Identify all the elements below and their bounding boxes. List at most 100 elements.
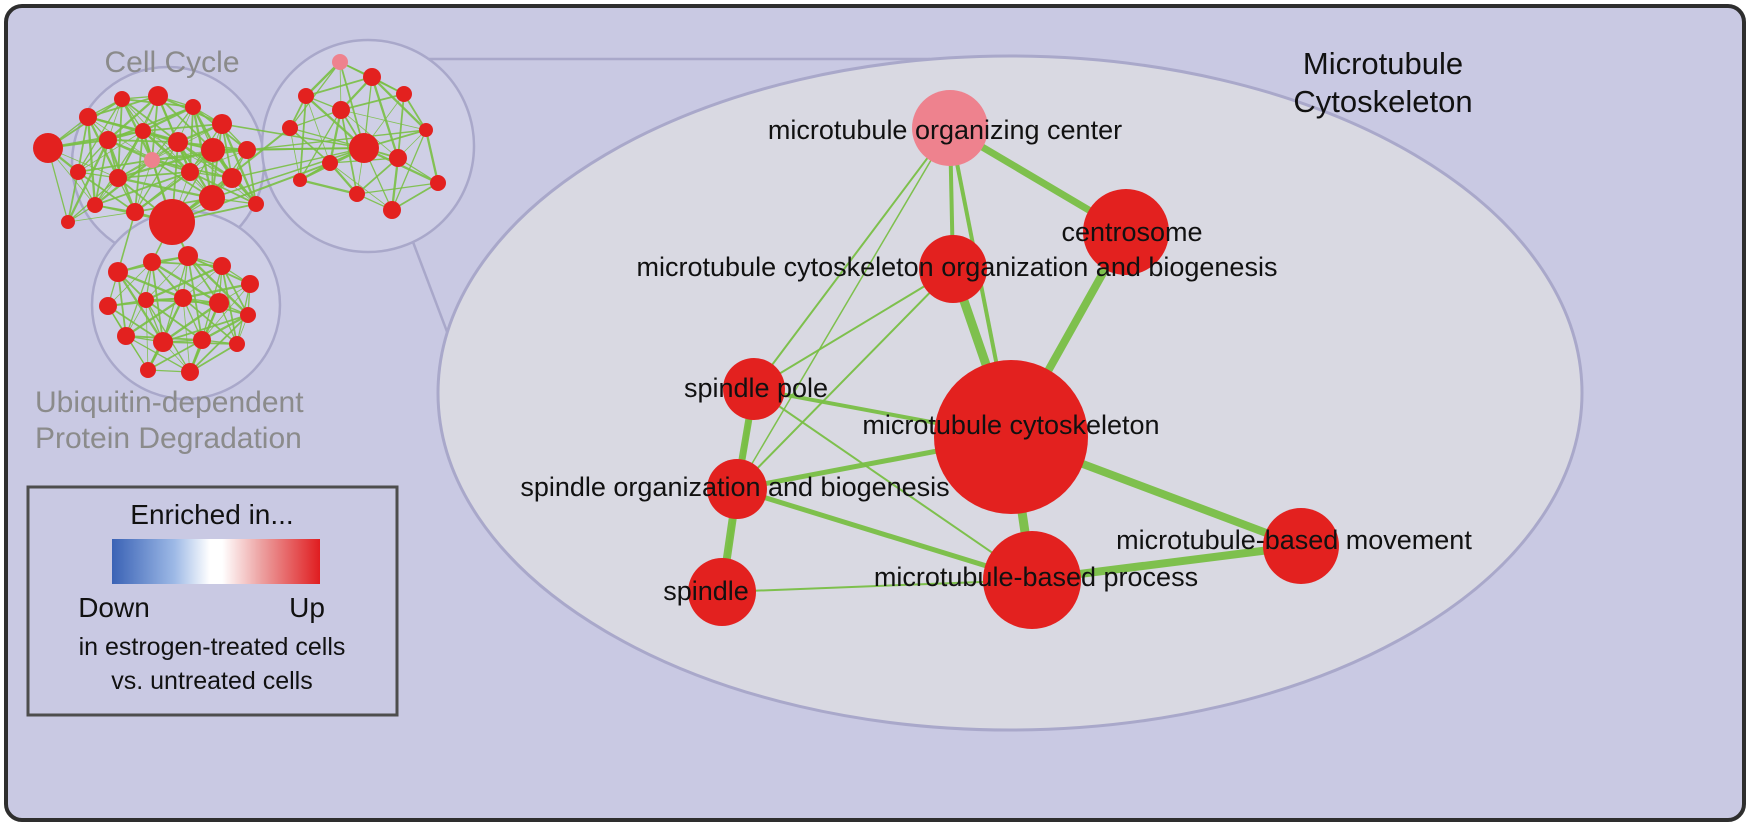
- overview-node-6: [99, 131, 117, 149]
- detail-node-mt-move: [1263, 508, 1339, 584]
- legend-up-label: Up: [289, 592, 325, 623]
- detail-network: microtubule organizing center centrosome m…: [436, 54, 1584, 732]
- overview-node-41: [298, 88, 314, 104]
- overview-node-51: [293, 173, 307, 187]
- detail-node-label-mcob: microtubule cytoskeleton organization an…: [637, 252, 1278, 282]
- overview-node-0: [33, 133, 63, 163]
- detail-node-label-spindle-org: spindle organization and biogenesis: [520, 472, 949, 502]
- detail-edge-mcob-spindle-org: [736, 268, 954, 490]
- overview-node-2: [114, 91, 130, 107]
- overview-node-43: [282, 120, 298, 136]
- overview-cross-edge: [171, 162, 331, 223]
- figure-labels: Cell Cycle Ubiquitin-dependent Protein D…: [35, 46, 1473, 455]
- overview-node-46: [389, 149, 407, 167]
- overview-node-47: [430, 175, 446, 191]
- overview-node-9: [201, 138, 225, 162]
- overview-node-33: [153, 332, 173, 352]
- overview-network: [33, 38, 476, 401]
- overview-node-8: [168, 132, 188, 152]
- detail-edge-spindle-pole-mt-proc: [753, 388, 1033, 581]
- ubiquitin-cluster-label-line2: Protein Degradation: [35, 422, 302, 455]
- detail-node-label-mt-proc: microtubule-based process: [874, 562, 1198, 592]
- legend-caption-line2: vs. untreated cells: [111, 667, 313, 695]
- detail-edge-spindle-mt-proc: [721, 579, 1033, 593]
- overview-node-14: [181, 163, 199, 181]
- detail-node-label-mt-move: microtubule-based movement: [1116, 525, 1472, 555]
- legend-gradient-bar: [112, 539, 320, 584]
- overview-node-16: [87, 197, 103, 213]
- detail-node-mt-proc: [983, 531, 1081, 629]
- overview-cross-edge: [221, 123, 365, 149]
- detail-node-spindle-org: [707, 459, 767, 519]
- detail-edge-moc-spindle-pole: [753, 127, 951, 390]
- overview-cross-edge: [231, 147, 365, 179]
- overview-node-49: [383, 201, 401, 219]
- overview-node-1: [79, 108, 97, 126]
- overview-cross-edge: [211, 147, 365, 199]
- overview-node-12: [109, 169, 127, 187]
- overview-node-37: [181, 363, 199, 381]
- ubiquitin-cluster-label-line1: Ubiquitin-dependent: [35, 386, 304, 419]
- overview-node-45: [322, 155, 338, 171]
- overview-node-38: [332, 54, 348, 70]
- overview-node-3: [148, 86, 168, 106]
- detail-edge-spindle-org-mt-proc: [736, 486, 1033, 583]
- overview-node-30: [209, 293, 229, 313]
- overview-node-22: [108, 262, 128, 282]
- detail-node-label-spindle: spindle: [663, 576, 749, 606]
- detail-edge-moc-spindle-org: [736, 127, 951, 490]
- overview-node-42: [332, 101, 350, 119]
- detail-node-label-centrosome: centrosome: [1061, 217, 1202, 247]
- detail-node-moc: [912, 90, 988, 166]
- overview-cross-edge: [117, 211, 136, 273]
- overview-node-23: [143, 253, 161, 271]
- legend-caption-line1: in estrogen-treated cells: [79, 633, 346, 661]
- legend-down-label: Down: [78, 592, 150, 623]
- overview-node-13: [144, 152, 160, 168]
- detail-title-line1: Microtubule: [1303, 46, 1463, 81]
- overview-node-31: [240, 307, 256, 323]
- legend: Enriched in... Down Up in estrogen-treat…: [26, 485, 399, 717]
- overview-node-4: [185, 99, 201, 115]
- detail-edge-mcob-spindle-pole: [753, 268, 954, 390]
- detail-node-mt-cyto: [934, 360, 1088, 514]
- overview-node-34: [193, 331, 211, 349]
- legend-box: [26, 485, 399, 717]
- overview-node-11: [70, 164, 86, 180]
- overview-node-18: [149, 199, 195, 245]
- overview-node-32: [117, 327, 135, 345]
- overview-node-29: [174, 289, 192, 307]
- overview-node-21: [61, 215, 75, 229]
- overview-node-5: [212, 114, 232, 134]
- overview-cross-edge: [246, 147, 365, 151]
- detail-node-label-mt-cyto: microtubule cytoskeleton: [862, 410, 1159, 440]
- overview-node-48: [349, 186, 365, 202]
- overview-node-28: [138, 292, 154, 308]
- overview-node-27: [99, 297, 117, 315]
- overview-node-15: [222, 168, 242, 188]
- detail-node-label-moc: microtubule organizing center: [768, 115, 1122, 145]
- detail-node-centrosome: [1083, 189, 1169, 275]
- overview-node-40: [396, 86, 412, 102]
- overview-node-50: [419, 123, 433, 137]
- overview-node-10: [238, 141, 256, 159]
- detail-node-spindle-pole: [723, 358, 785, 420]
- overview-node-7: [135, 123, 151, 139]
- detail-node-mcob: [919, 235, 987, 303]
- cell-cycle-cluster-label: Cell Cycle: [104, 46, 239, 79]
- detail-title-line2: Cytoskeleton: [1293, 84, 1472, 119]
- overview-node-26: [241, 275, 259, 293]
- overview-node-39: [363, 68, 381, 86]
- overview-node-36: [140, 362, 156, 378]
- overview-node-25: [213, 257, 231, 275]
- overview-node-44: [349, 133, 379, 163]
- overview-node-20: [248, 196, 264, 212]
- overview-node-24: [178, 246, 198, 266]
- overview-cross-edge: [246, 129, 427, 151]
- detail-node-label-spindle-pole: spindle pole: [684, 373, 828, 403]
- overview-node-17: [126, 203, 144, 221]
- overview-node-35: [229, 336, 245, 352]
- legend-title: Enriched in...: [130, 499, 293, 530]
